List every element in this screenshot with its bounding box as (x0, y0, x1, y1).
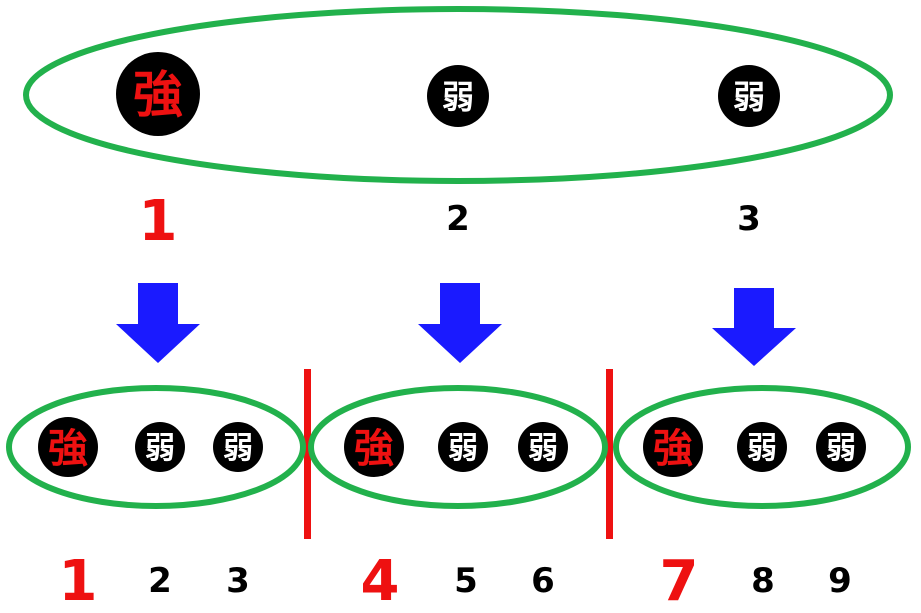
top-weak-label-1: 弱 (442, 78, 474, 116)
group-2-weak-ball-1: 弱 (438, 422, 488, 472)
group-1-number-3: 3 (226, 561, 250, 601)
group-3-weak-ball-1: 弱 (737, 422, 787, 472)
top-number-3: 3 (737, 199, 761, 239)
group-divider-2 (606, 369, 613, 539)
group-3-number-1: 7 (660, 549, 699, 613)
group-3-weak-ball-2: 弱 (816, 422, 866, 472)
top-group-ellipse (23, 6, 893, 184)
top-number-2: 2 (446, 199, 470, 239)
group-1-number-1: 1 (59, 549, 98, 613)
group-1-strong-label: 強 (48, 426, 88, 472)
group-2-strong-ball: 強 (344, 417, 404, 477)
group-1-weak-ball-2: 弱 (213, 422, 263, 472)
top-strong-ball: 強 (116, 52, 200, 136)
top-strong-label: 強 (133, 66, 183, 124)
group-2-weak-ball-2: 弱 (518, 422, 568, 472)
top-weak-ball-2: 弱 (718, 65, 780, 127)
group-3-weak-label-2: 弱 (826, 431, 856, 466)
group-3-ellipse (613, 385, 911, 509)
group-2-ellipse (308, 385, 608, 509)
group-1-strong-ball: 強 (38, 417, 98, 477)
group-2-weak-label-1: 弱 (448, 431, 478, 466)
arrow-down-icon (712, 288, 796, 366)
top-weak-label-2: 弱 (733, 78, 765, 116)
group-3-strong-label: 強 (653, 426, 693, 472)
group-3-number-2: 8 (751, 561, 775, 601)
group-1-weak-label-2: 弱 (223, 431, 253, 466)
arrow-down-icon (116, 283, 200, 363)
arrow-down-icon (418, 283, 502, 363)
group-1-weak-ball-1: 弱 (135, 422, 185, 472)
group-3-weak-label-1: 弱 (747, 431, 777, 466)
group-3-number-3: 9 (828, 561, 852, 601)
top-weak-ball-1: 弱 (427, 65, 489, 127)
group-divider-1 (304, 369, 311, 539)
group-3-strong-ball: 強 (643, 417, 703, 477)
group-1-number-2: 2 (148, 561, 172, 601)
group-2-number-1: 4 (361, 549, 400, 613)
group-1-weak-label-1: 弱 (145, 431, 175, 466)
group-1-ellipse (6, 385, 306, 509)
group-2-number-3: 6 (531, 561, 555, 601)
group-2-number-2: 5 (454, 561, 478, 601)
top-number-1: 1 (139, 189, 178, 254)
group-2-weak-label-2: 弱 (528, 431, 558, 466)
group-2-strong-label: 強 (354, 426, 394, 472)
